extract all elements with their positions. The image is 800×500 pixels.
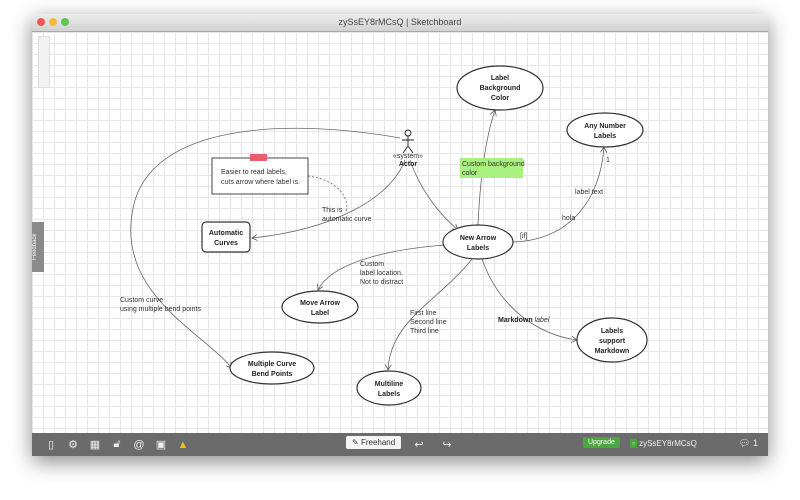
- comment-icon: 💬︎: [739, 438, 751, 448]
- diagram-label: Custom curve: [120, 297, 163, 304]
- comments-button[interactable]: 💬︎ 1: [739, 438, 758, 448]
- edge-newarrow-anynumber[interactable]: [512, 147, 604, 243]
- node-labels-support-markdown[interactable]: [576, 317, 648, 363]
- diagram-label: Custom background: [462, 161, 525, 168]
- note-tape: [250, 154, 267, 161]
- diagram-label: Easier to read labels, cuts arrow where l…: [221, 169, 300, 186]
- diagram-label: Actor: [399, 161, 418, 168]
- diagram-label: label text: [575, 189, 603, 196]
- diagram-label: Bend Points: [252, 371, 293, 378]
- diagram-label: First line: [410, 310, 437, 317]
- diagram-label: automatic curve: [322, 216, 372, 223]
- diagram-label: using multiple bend points: [120, 306, 201, 313]
- zoom-button[interactable]: [61, 18, 69, 26]
- diagram-label: Markdown label: [498, 317, 550, 324]
- redo-icon[interactable]: ↪: [442, 439, 452, 451]
- bottom-toolbar: ▯ ⚙ ▦ 🔓︎ @ ▣ ▲ ✎ Freehand ↩ ↪ Upgrade ▫ …: [32, 433, 768, 456]
- node-label-background-color[interactable]: [456, 65, 544, 111]
- diagram-label: Markdown: [498, 317, 533, 324]
- node-multiline-labels[interactable]: [356, 370, 422, 406]
- edge-newarrow-markdown[interactable]: [481, 258, 577, 340]
- node-new-arrow-labels[interactable]: [442, 224, 514, 260]
- diagram-label: Third line: [410, 328, 439, 335]
- diagram-label: Labels: [594, 133, 616, 140]
- diagram-label: Move Arrow: [300, 300, 340, 307]
- diagram-label: Multiple Curve: [248, 361, 296, 368]
- minimize-button[interactable]: [49, 18, 57, 26]
- lock-icon[interactable]: 🔓︎: [113, 438, 121, 450]
- diagram-label: [if]: [520, 233, 527, 240]
- diagram-label: New Arrow: [460, 235, 497, 242]
- diagram-label: Easier to read labels,: [221, 169, 287, 176]
- gear-icon[interactable]: ⚙: [68, 439, 78, 451]
- diagram-label: Background: [480, 85, 521, 92]
- node-move-arrow-label[interactable]: [281, 290, 359, 324]
- edge-newarrow-multiline[interactable]: [388, 258, 473, 370]
- node-multiple-curve[interactable]: [229, 351, 315, 385]
- node-text: Label: [491, 75, 509, 82]
- zoom-slider[interactable]: [38, 36, 50, 88]
- freehand-button[interactable]: ✎ Freehand: [346, 436, 402, 449]
- diagram-label: Custom background color: [462, 161, 525, 177]
- diagram-label: Any Number: [584, 123, 626, 130]
- node-any-number-labels[interactable]: [566, 112, 644, 148]
- diagram-label: Not to distract: [360, 279, 403, 286]
- diagram-label: Labels: [467, 245, 489, 252]
- diagram-label: Second line: [410, 319, 447, 326]
- diagram-label: Custom label location. Not to distract: [360, 261, 403, 286]
- actor-figure[interactable]: [402, 129, 414, 154]
- upgrade-button[interactable]: Upgrade: [583, 437, 620, 448]
- edge-actor-autocurves[interactable]: [252, 159, 406, 238]
- diagram-label: This is: [322, 207, 343, 214]
- diagram-label: This is automatic curve: [322, 207, 372, 223]
- note-connector: [307, 175, 348, 213]
- drive-icon[interactable]: ▲: [177, 438, 189, 451]
- grid-icon[interactable]: ▦: [89, 439, 101, 451]
- close-button[interactable]: [37, 18, 45, 26]
- custom-bg-label-bg: [460, 158, 523, 178]
- diagram-label: Markdown: [595, 348, 630, 355]
- diagram-label: Multiline: [375, 381, 403, 388]
- diagram-label: Curves: [214, 240, 238, 247]
- edge-actor-multicurve[interactable]: [130, 127, 401, 368]
- note-box[interactable]: [211, 157, 309, 195]
- at-icon[interactable]: @: [133, 438, 145, 451]
- diagram-label: label location.: [360, 270, 403, 277]
- diagram-label: hola: [562, 215, 575, 222]
- diagram-label: 1: [606, 157, 610, 164]
- diagram-label: Custom: [360, 261, 384, 268]
- diagram-label: Automatic: [209, 230, 243, 237]
- inbox-icon[interactable]: ▣: [155, 439, 167, 451]
- undo-icon[interactable]: ↩: [414, 439, 424, 451]
- diagram-label: Label: [311, 310, 329, 317]
- diagram-label: support: [599, 338, 626, 345]
- title-bar: zySsEY8rMCsQ | Sketchboard: [32, 14, 768, 32]
- diagram-label: label: [535, 317, 550, 324]
- diagram-label: Custom curve using multiple bend points: [120, 297, 201, 313]
- node-automatic-curves[interactable]: [201, 221, 251, 253]
- edge-actor-newarrow[interactable]: [409, 159, 458, 230]
- window-title: zySsEY8rMCsQ | Sketchboard: [338, 17, 462, 27]
- diagram-label: color: [462, 170, 478, 177]
- diagram-label: «system»: [393, 153, 423, 160]
- diagram-label: Color: [491, 95, 510, 102]
- diagram-label: cuts arrow where label is.: [221, 179, 300, 186]
- app-window: zySsEY8rMCsQ | Sketchboard Feedback Labe…: [32, 14, 768, 456]
- user-board-name[interactable]: ▫ zySsEY8rMCsQ: [630, 439, 697, 448]
- document-icon[interactable]: ▯: [47, 439, 55, 451]
- diagram-label: Labels: [601, 328, 623, 335]
- edge-newarrow-move[interactable]: [318, 244, 446, 290]
- diagram-label: Labels: [378, 391, 400, 398]
